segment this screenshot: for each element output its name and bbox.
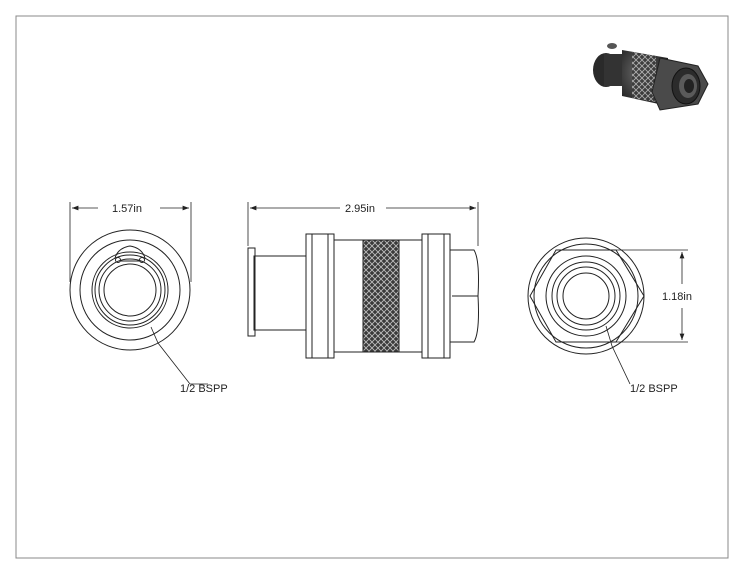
right-end-view xyxy=(527,237,645,385)
right-height-dimension xyxy=(616,249,688,343)
height-label: 1.18in xyxy=(662,291,692,303)
left-width-label: 1.57in xyxy=(112,203,142,215)
length-label: 2.95in xyxy=(345,203,375,215)
left-width-dimension xyxy=(69,202,192,282)
sheet-border xyxy=(15,15,729,559)
isometric-view xyxy=(593,43,709,111)
left-callout: 1/2 BSPP xyxy=(180,383,228,395)
left-end-view xyxy=(69,229,208,385)
length-dimension xyxy=(247,202,479,246)
right-callout: 1/2 BSPP xyxy=(630,383,678,395)
front-view xyxy=(247,233,479,359)
